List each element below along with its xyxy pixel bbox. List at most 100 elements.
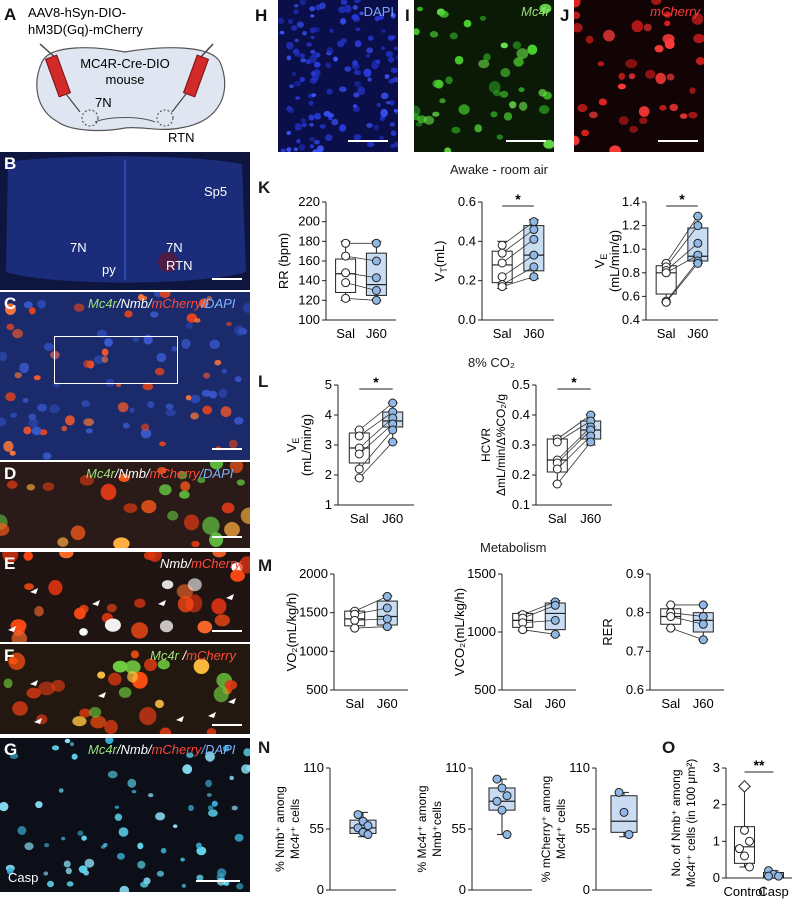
stain-part: / — [147, 742, 152, 757]
cell-blob — [539, 3, 552, 14]
data-point — [354, 473, 364, 483]
cell-blob — [72, 716, 87, 727]
cell-blob — [301, 122, 307, 128]
micrograph-b: B Sp5 7N 7N py RTN — [0, 152, 250, 290]
paired-line — [354, 596, 388, 612]
panel-letter-d: D — [4, 464, 17, 483]
cell-blob — [651, 0, 662, 5]
cell-blob — [366, 47, 374, 54]
stain-label-g: Mc4r/Nmb/mCherry/DAPI — [88, 742, 235, 757]
cell-blob — [338, 6, 346, 14]
x-tick-label: J60 — [366, 326, 387, 341]
data-point — [698, 635, 708, 645]
cell-blob — [659, 105, 667, 111]
paired-line — [354, 607, 388, 615]
cell-blob — [165, 408, 176, 417]
cell-blob — [393, 108, 398, 113]
micrograph-f: F Mc4r /mCherry — [0, 644, 250, 734]
cell-blob — [58, 788, 64, 793]
data-point — [693, 238, 703, 248]
cell-blob — [129, 407, 135, 413]
cell-blob — [119, 885, 130, 892]
cell-blob — [581, 129, 590, 137]
cell-blob — [209, 532, 224, 548]
y-tick-label: 0 — [583, 882, 590, 897]
data-point — [354, 464, 364, 474]
cell-blob — [104, 618, 121, 632]
cell-blob — [43, 871, 49, 876]
stain-part: mCherry — [186, 648, 236, 663]
cell-blob — [83, 418, 95, 426]
cell-blob — [429, 31, 439, 38]
cell-blob — [291, 25, 297, 31]
cell-blob — [144, 658, 157, 672]
cell-blob — [66, 881, 74, 887]
cell-blob — [308, 136, 315, 142]
cell-blob — [61, 836, 66, 841]
cell-blob — [3, 678, 13, 689]
cell-blob — [96, 329, 108, 338]
cell-blob — [315, 4, 322, 11]
cell-blob — [197, 477, 206, 484]
cell-blob — [519, 101, 528, 111]
cell-blob — [12, 328, 23, 339]
y-tick-label: 55 — [576, 821, 590, 836]
cell-blob — [84, 858, 95, 868]
cell-blob — [367, 77, 372, 82]
micrograph-j: mCherry — [574, 0, 704, 152]
cell-blob — [203, 372, 211, 379]
data-point — [341, 278, 351, 288]
cell-blob — [9, 450, 16, 456]
y-label-text: % mCherry⁺ among — [539, 776, 553, 882]
cell-blob — [23, 552, 33, 561]
cell-blob — [202, 516, 220, 535]
y-label-text: Nmb⁺cells — [430, 801, 444, 857]
cell-blob — [693, 33, 704, 44]
x-tick-label: Sal — [345, 696, 364, 711]
label-7n: 7N — [95, 95, 112, 110]
x-tick-label: J60 — [382, 511, 403, 526]
cell-blob — [79, 474, 94, 486]
paired-line — [522, 620, 556, 624]
cell-blob — [516, 48, 529, 59]
cell-blob — [454, 55, 464, 65]
y-tick-label: 2 — [713, 797, 720, 812]
stain-part: mCherry — [151, 296, 202, 311]
cell-blob — [138, 294, 145, 301]
cell-blob — [65, 415, 75, 426]
cell-blob — [597, 61, 604, 67]
data-point — [698, 600, 708, 610]
cell-blob — [574, 135, 580, 146]
cell-blob — [380, 46, 386, 51]
cell-blob — [240, 507, 250, 525]
cell-blob — [296, 139, 301, 144]
cell-blob — [310, 14, 315, 18]
cell-blob — [313, 61, 321, 68]
cell-blob — [101, 356, 109, 363]
y-tick-label: 0.9 — [626, 566, 644, 581]
cell-blob — [432, 79, 443, 88]
cell-blob — [211, 598, 227, 615]
y-tick-label: 4 — [325, 407, 332, 422]
cell-blob — [363, 68, 372, 78]
cell-blob — [359, 11, 364, 16]
cell-blob — [390, 143, 396, 149]
data-point — [341, 268, 351, 278]
cell-blob — [353, 92, 360, 98]
panel-letter-f: F — [4, 646, 15, 665]
cell-blob — [0, 351, 8, 362]
cell-blob — [308, 100, 314, 106]
cell-blob — [59, 552, 74, 559]
data-point — [529, 272, 539, 282]
arrowhead-icon — [228, 698, 236, 704]
cell-blob — [207, 805, 214, 811]
data-point — [529, 250, 539, 260]
cell-blob — [209, 339, 220, 349]
cell-blob — [293, 147, 299, 152]
cell-blob — [206, 793, 212, 797]
cell-blob — [179, 490, 190, 499]
y-label-text: ΔmL/min/Δ%CO₂/g — [494, 394, 508, 496]
